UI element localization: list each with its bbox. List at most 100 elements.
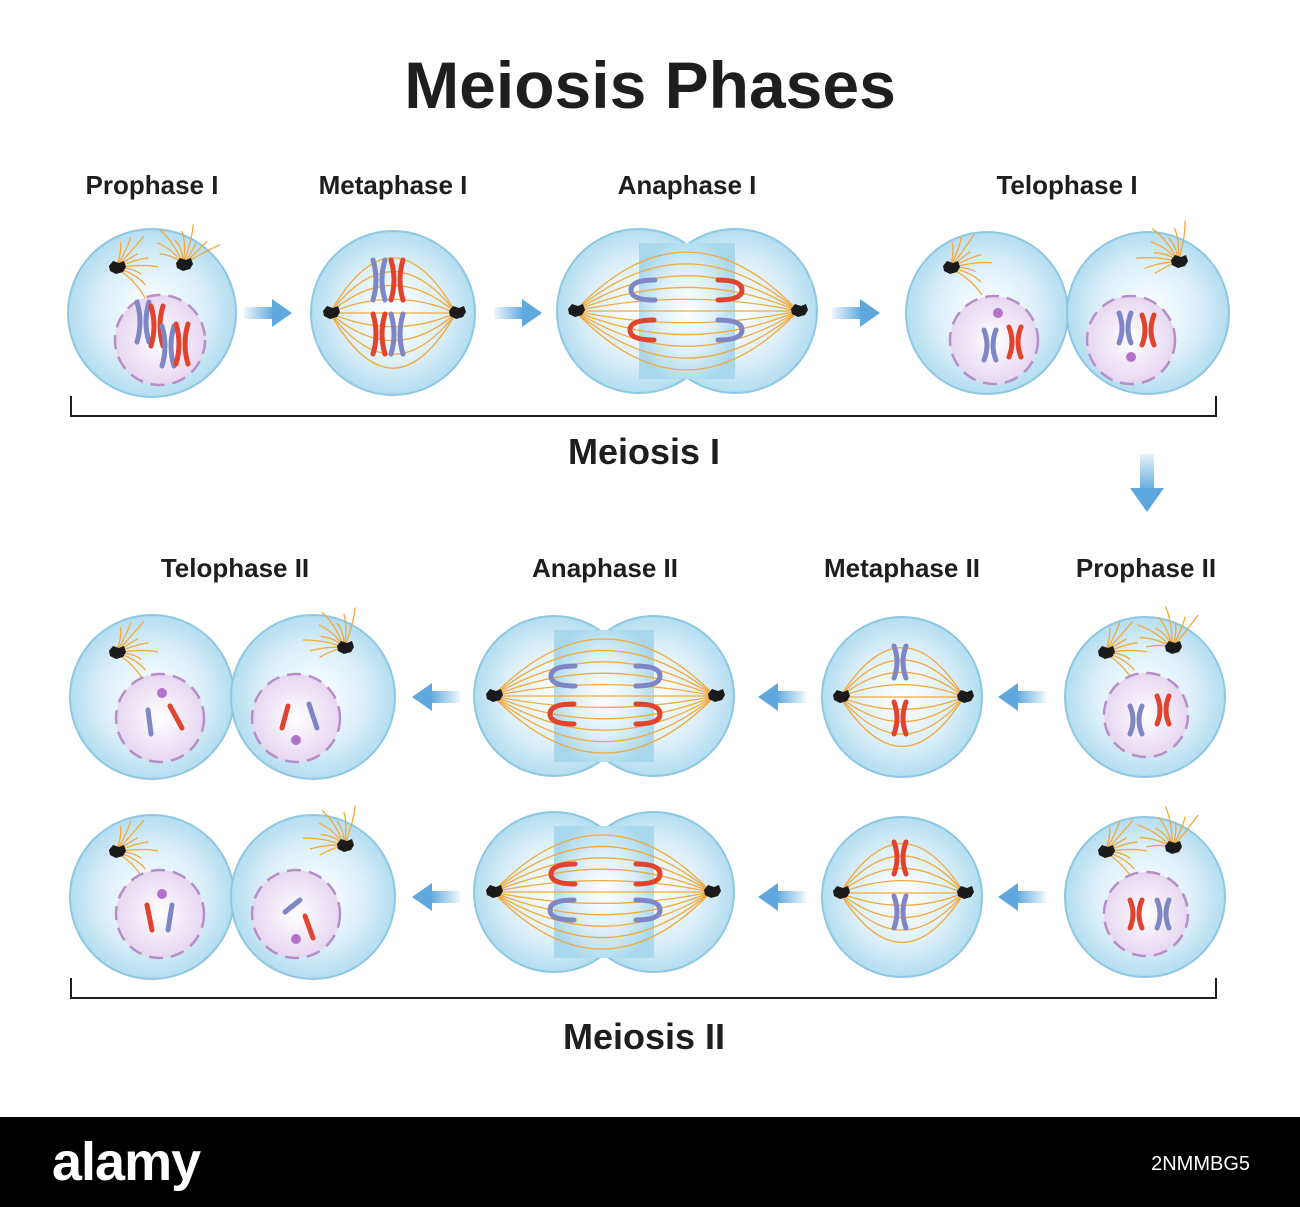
chromatid [1015,324,1024,360]
spindle-fiber [839,892,965,931]
nucleus [114,868,206,960]
chromosome [715,277,745,303]
arrow-head [758,683,778,711]
spindle-fiber [329,257,457,314]
meiosis-1-label: Meiosis I [568,431,720,472]
diagram-title: Meiosis Phases [404,48,896,122]
arrow-prophase2-metaphase2b [998,883,1046,911]
chromosome [302,913,316,941]
spindle-fiber [574,310,799,359]
spindle-fiber [839,696,965,735]
chromosome [370,257,388,303]
chromatid [397,311,406,357]
chromatid [990,327,999,363]
chromosome [173,321,191,367]
centrosome [1171,255,1188,268]
arrow-head [998,683,1018,711]
chromatid [900,643,909,681]
arrow-shaft [430,691,460,703]
spindle-fiber [492,891,712,916]
nucleus [1102,870,1190,958]
chromosome [981,327,999,363]
chromosome [1006,324,1024,360]
centrosome [486,689,503,702]
centrosome [337,641,354,654]
chromosome [891,643,909,681]
chromosome [547,701,577,727]
chromosome [279,703,291,731]
centrosome [833,886,850,899]
nucleus [250,672,342,764]
spindle-fiber [492,649,716,697]
chromatid [379,311,388,357]
chromatid [370,257,379,303]
watermark-bar: alamy 2NMMBG5 [0,1117,1300,1207]
spindle-fiber [839,843,965,894]
arrow-anaphase2-telophase2b [412,883,460,911]
nucleus [250,868,342,960]
chromosome [633,701,663,727]
centrosome [1098,646,1115,659]
nucleolus [157,688,167,698]
arrow-head [998,883,1018,911]
label-telophase-1: Telophase I [996,170,1137,200]
arrow-head [412,883,432,911]
chromatid [900,893,909,931]
centrosome [109,845,126,858]
chromosome [370,311,388,357]
spindle-fiber [574,286,799,312]
chromatid [891,839,900,877]
spindle-fiber [492,845,712,893]
spindle-fiber [574,310,799,371]
meiosis-1-bracket [70,396,1217,417]
chromosome [891,699,909,737]
centrosome [957,690,974,703]
spindle-fiber [329,312,457,369]
watermark-image-code: 2NMMBG5 [1151,1153,1250,1175]
label-prophase-2: Prophase II [1076,553,1216,583]
spindle-fiber [492,891,712,904]
spindle-fiber [574,310,799,324]
centrosome [1165,841,1182,854]
chromatid [397,257,406,303]
chromosome [1116,310,1134,346]
nucleus [114,672,206,764]
chromatid [1125,310,1134,346]
spindle-fiber [492,683,716,697]
centrosome [568,304,585,317]
centrosome [943,261,960,274]
chromosome [1139,312,1157,348]
label-telophase-2: Telophase II [161,553,309,583]
chromatid [900,699,909,737]
centrosome [449,306,466,319]
chromosome [165,902,175,933]
spindle-fiber [574,310,799,347]
chromosome [633,861,663,887]
chromosome [891,893,909,931]
chromosome [715,317,745,343]
spindle-fiber [492,857,712,893]
label-anaphase-2: Anaphase II [532,553,678,583]
chromatid [148,303,157,349]
centrosome [791,304,808,317]
centrosome [176,258,193,271]
arrow-metaphase1-anaphase1 [494,299,542,327]
spindle-fiber [574,298,799,312]
chromatid [388,311,397,357]
chromatid [370,311,379,357]
chromatid [134,299,143,345]
arrow-head [758,883,778,911]
spindle-fiber [492,891,712,939]
chromosome [633,897,663,923]
chromatid [1139,312,1148,348]
label-metaphase-1: Metaphase I [319,170,468,200]
meiosis-diagram: Meiosis Phases Prophase I Metaphase I An… [67,48,1230,1057]
chromatid [173,321,182,367]
arrow-anaphase2-telophase2a [412,683,460,711]
spindle-fiber [492,695,716,720]
arrow-shaft [430,891,460,903]
chromatid [1136,897,1145,931]
chromosome [547,897,577,923]
chromosome [159,323,177,369]
spindle-fiber [492,834,712,893]
